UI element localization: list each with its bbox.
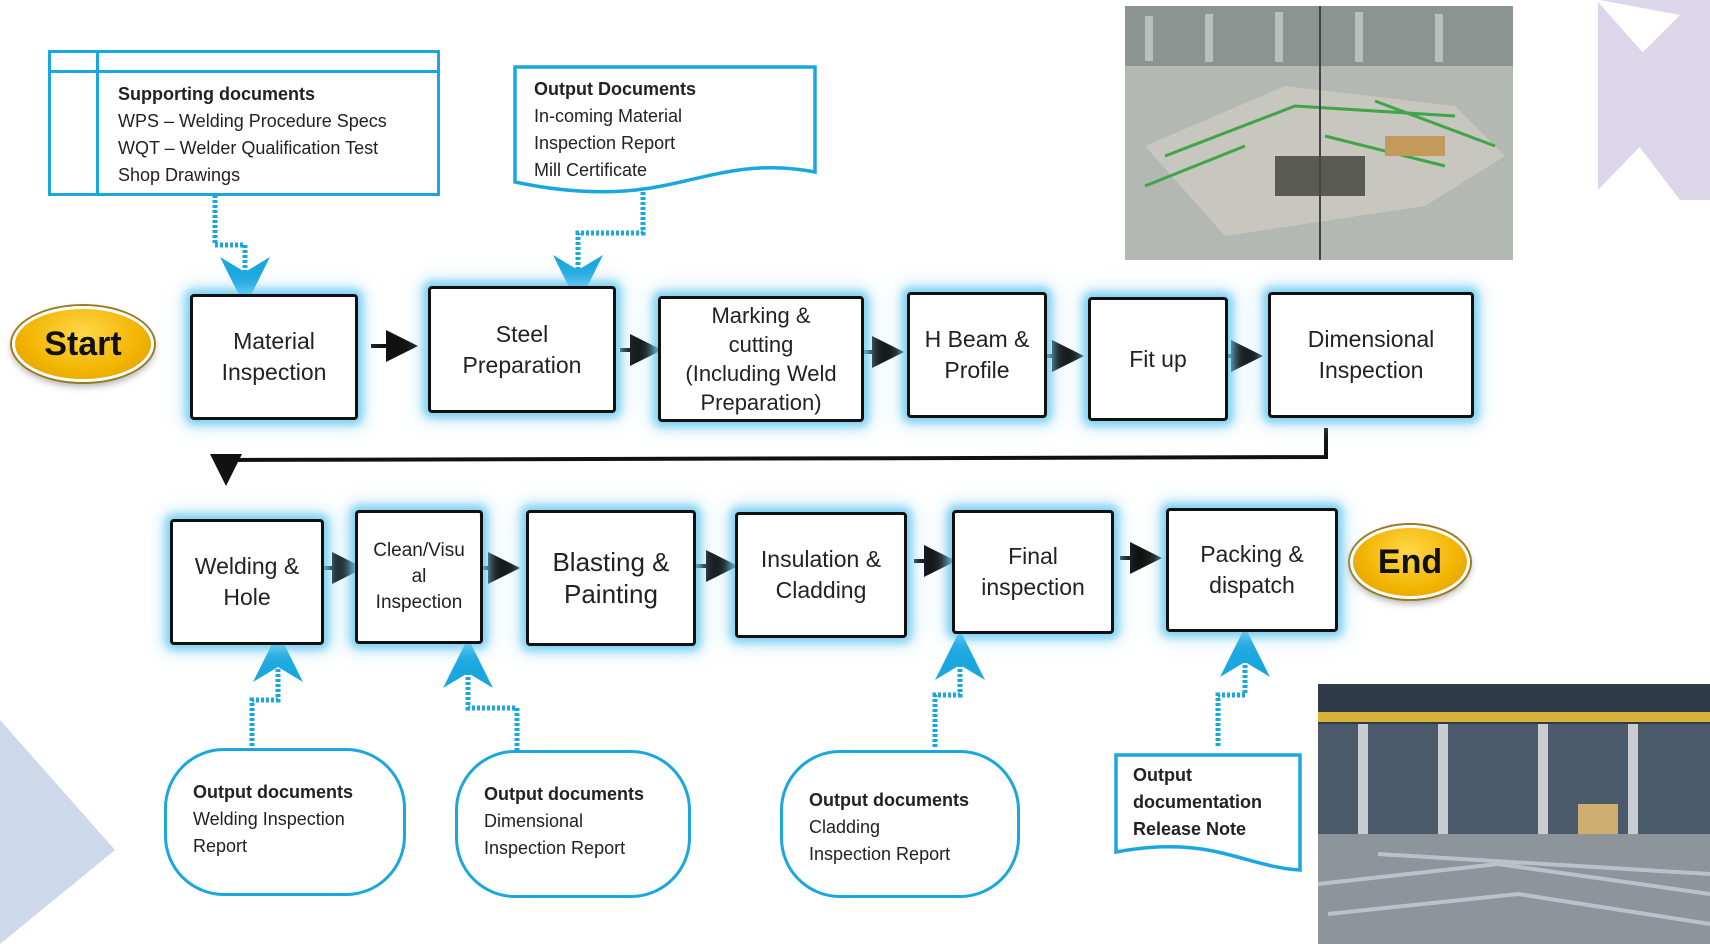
- box-side-strip: [51, 53, 99, 193]
- dotted-connectors: [212, 182, 1270, 756]
- output-documents-incoming: Output Documents In-coming Material Insp…: [512, 64, 818, 196]
- output-docs-title: Output documents: [484, 784, 644, 804]
- step-h-beam-profile: H Beam & Profile: [907, 292, 1047, 418]
- end-terminator: End: [1350, 525, 1470, 599]
- output-doc-line: Welding Inspection: [193, 809, 345, 829]
- document-shape: [513, 65, 817, 194]
- output-doc-line: Mill Certificate: [534, 160, 648, 180]
- output-welding-inspection: Output documents Welding Inspection Repo…: [164, 748, 406, 896]
- step-blasting-painting: Blasting & Painting: [526, 510, 696, 646]
- step-fit-up: Fit up: [1088, 297, 1228, 421]
- step-final-inspection: Final inspection: [952, 510, 1114, 634]
- document-shape: [1114, 753, 1302, 872]
- release-line: Output: [1133, 765, 1192, 785]
- decorative-triangle-top-right: [1590, 0, 1710, 200]
- box-header-strip: [51, 53, 437, 73]
- output-cladding-inspection: Output documents Cladding Inspection Rep…: [780, 750, 1020, 898]
- factory-photo-bottom: [1318, 684, 1710, 944]
- supporting-doc-line: WQT – Welder Qualification Test: [118, 138, 379, 158]
- factory-photo-top: [1125, 6, 1513, 260]
- decorative-triangle-bottom-left: [0, 720, 120, 944]
- step-dimensional-inspection: Dimensional Inspection: [1268, 292, 1474, 418]
- step-clean-visual-inspection: Clean/Visu al Inspection: [355, 510, 483, 644]
- release-line: Release Note: [1133, 819, 1247, 839]
- output-doc-line: Inspection Report: [809, 844, 951, 864]
- supporting-doc-line: Shop Drawings: [118, 165, 241, 185]
- step-insulation-cladding: Insulation & Cladding: [735, 512, 907, 638]
- step-marking-cutting: Marking & cutting (Including Weld Prepar…: [658, 296, 864, 422]
- step-packing-dispatch: Packing & dispatch: [1166, 508, 1338, 632]
- supporting-doc-line: WPS – Welding Procedure Specs: [118, 111, 387, 131]
- output-release-note: Output documentation Release Note: [1113, 752, 1303, 874]
- step-welding-hole: Welding & Hole: [170, 519, 324, 645]
- supporting-docs-title: Supporting documents: [118, 84, 315, 104]
- start-terminator: Start: [12, 306, 154, 382]
- supporting-documents-box: Supporting documents WPS – Welding Proce…: [48, 50, 440, 196]
- output-dimensional-inspection: Output documents Dimensional Inspection …: [455, 750, 691, 898]
- release-line: documentation: [1133, 792, 1262, 812]
- output-doc-line: Inspection Report: [484, 838, 626, 858]
- output-docs-title: Output documents: [193, 782, 353, 802]
- output-docs-title: Output Documents: [534, 79, 696, 99]
- output-doc-line: In-coming Material: [534, 106, 683, 126]
- output-doc-line: Report: [193, 836, 248, 856]
- output-doc-line: Inspection Report: [534, 133, 676, 153]
- output-doc-line: Cladding: [809, 817, 881, 837]
- step-material-inspection: Material Inspection: [190, 294, 358, 420]
- output-docs-title: Output documents: [809, 790, 969, 810]
- output-doc-line: Dimensional: [484, 811, 584, 831]
